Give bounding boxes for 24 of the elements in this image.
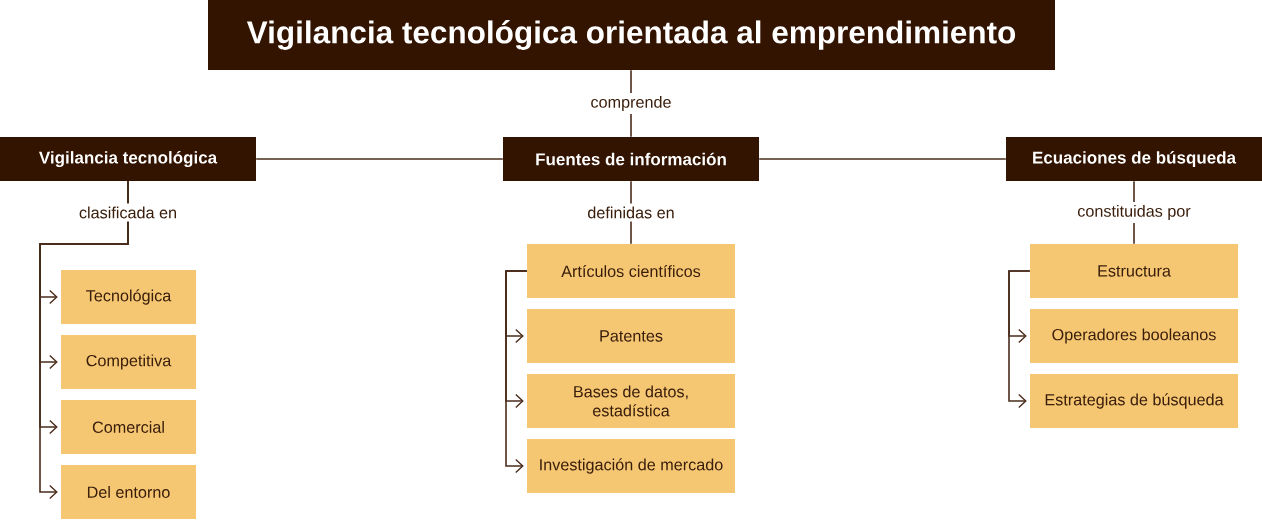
item-box: Tecnológica [61,270,196,324]
item-box: Investigación de mercado [527,439,735,493]
edge-label: constituidas por [1073,201,1195,224]
arrow [505,270,528,474]
heading-box: Ecuaciones de búsqueda [1006,137,1262,181]
arrow [1008,270,1031,409]
item-box: Estrategias de búsqueda [1030,374,1238,428]
arrow [39,180,129,500]
connector-line [758,158,1007,160]
item-box: Estructura [1030,244,1238,298]
item-box: Artículos científicos [527,244,735,298]
item-box: Comercial [61,400,196,454]
edge-label: clasificada en [74,203,182,222]
heading-box: Vigilancia tecnológica [0,137,256,181]
item-box: Bases de datos, estadística [527,374,735,428]
item-box: Competitiva [61,335,196,389]
item-box: Operadores booleanos [1030,309,1238,363]
edge-label: definidas en [583,203,679,222]
title-banner: Vigilancia tecnológica orientada al emprendimiento [208,0,1055,70]
connector-line [255,158,504,160]
item-box: Patentes [527,309,735,363]
edge-label: comprende [586,92,676,115]
item-box: Del entorno [61,465,196,519]
heading-box: Fuentes de información [503,137,759,181]
